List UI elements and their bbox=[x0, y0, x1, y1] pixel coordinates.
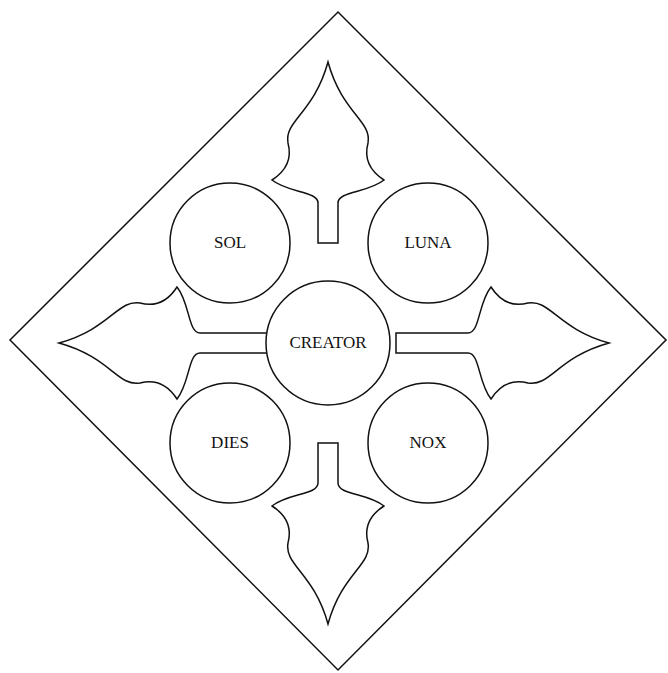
night-circle: NOX bbox=[367, 382, 489, 504]
creator-circle: CREATOR bbox=[265, 280, 391, 406]
node-text-group: SOL bbox=[214, 233, 246, 253]
circle-label: SOL bbox=[214, 233, 246, 253]
circle-shape bbox=[368, 183, 488, 303]
circle-label: DIES bbox=[211, 433, 249, 453]
circle-shape bbox=[170, 183, 290, 303]
fleur-bottom bbox=[272, 443, 384, 624]
fleur-right bbox=[396, 287, 609, 399]
circle-label: CREATOR bbox=[289, 333, 366, 353]
circle-shape bbox=[368, 383, 488, 503]
moon-circle: LUNA bbox=[367, 182, 489, 304]
circle-shape bbox=[170, 383, 290, 503]
circle-shape bbox=[266, 281, 390, 405]
fleur-top bbox=[272, 62, 384, 243]
day-circle: DIES bbox=[169, 382, 291, 504]
circle-label: NOX bbox=[410, 433, 447, 453]
node-text-group: LUNA bbox=[404, 233, 451, 253]
circle-label: LUNA bbox=[404, 233, 451, 253]
fleur-left bbox=[59, 287, 272, 399]
node-text-group: CREATOR bbox=[289, 333, 366, 353]
node-text-group: DIES bbox=[211, 433, 249, 453]
node-text-group: NOX bbox=[410, 433, 447, 453]
diamond-frame bbox=[10, 12, 666, 670]
sun-circle: SOL bbox=[169, 182, 291, 304]
